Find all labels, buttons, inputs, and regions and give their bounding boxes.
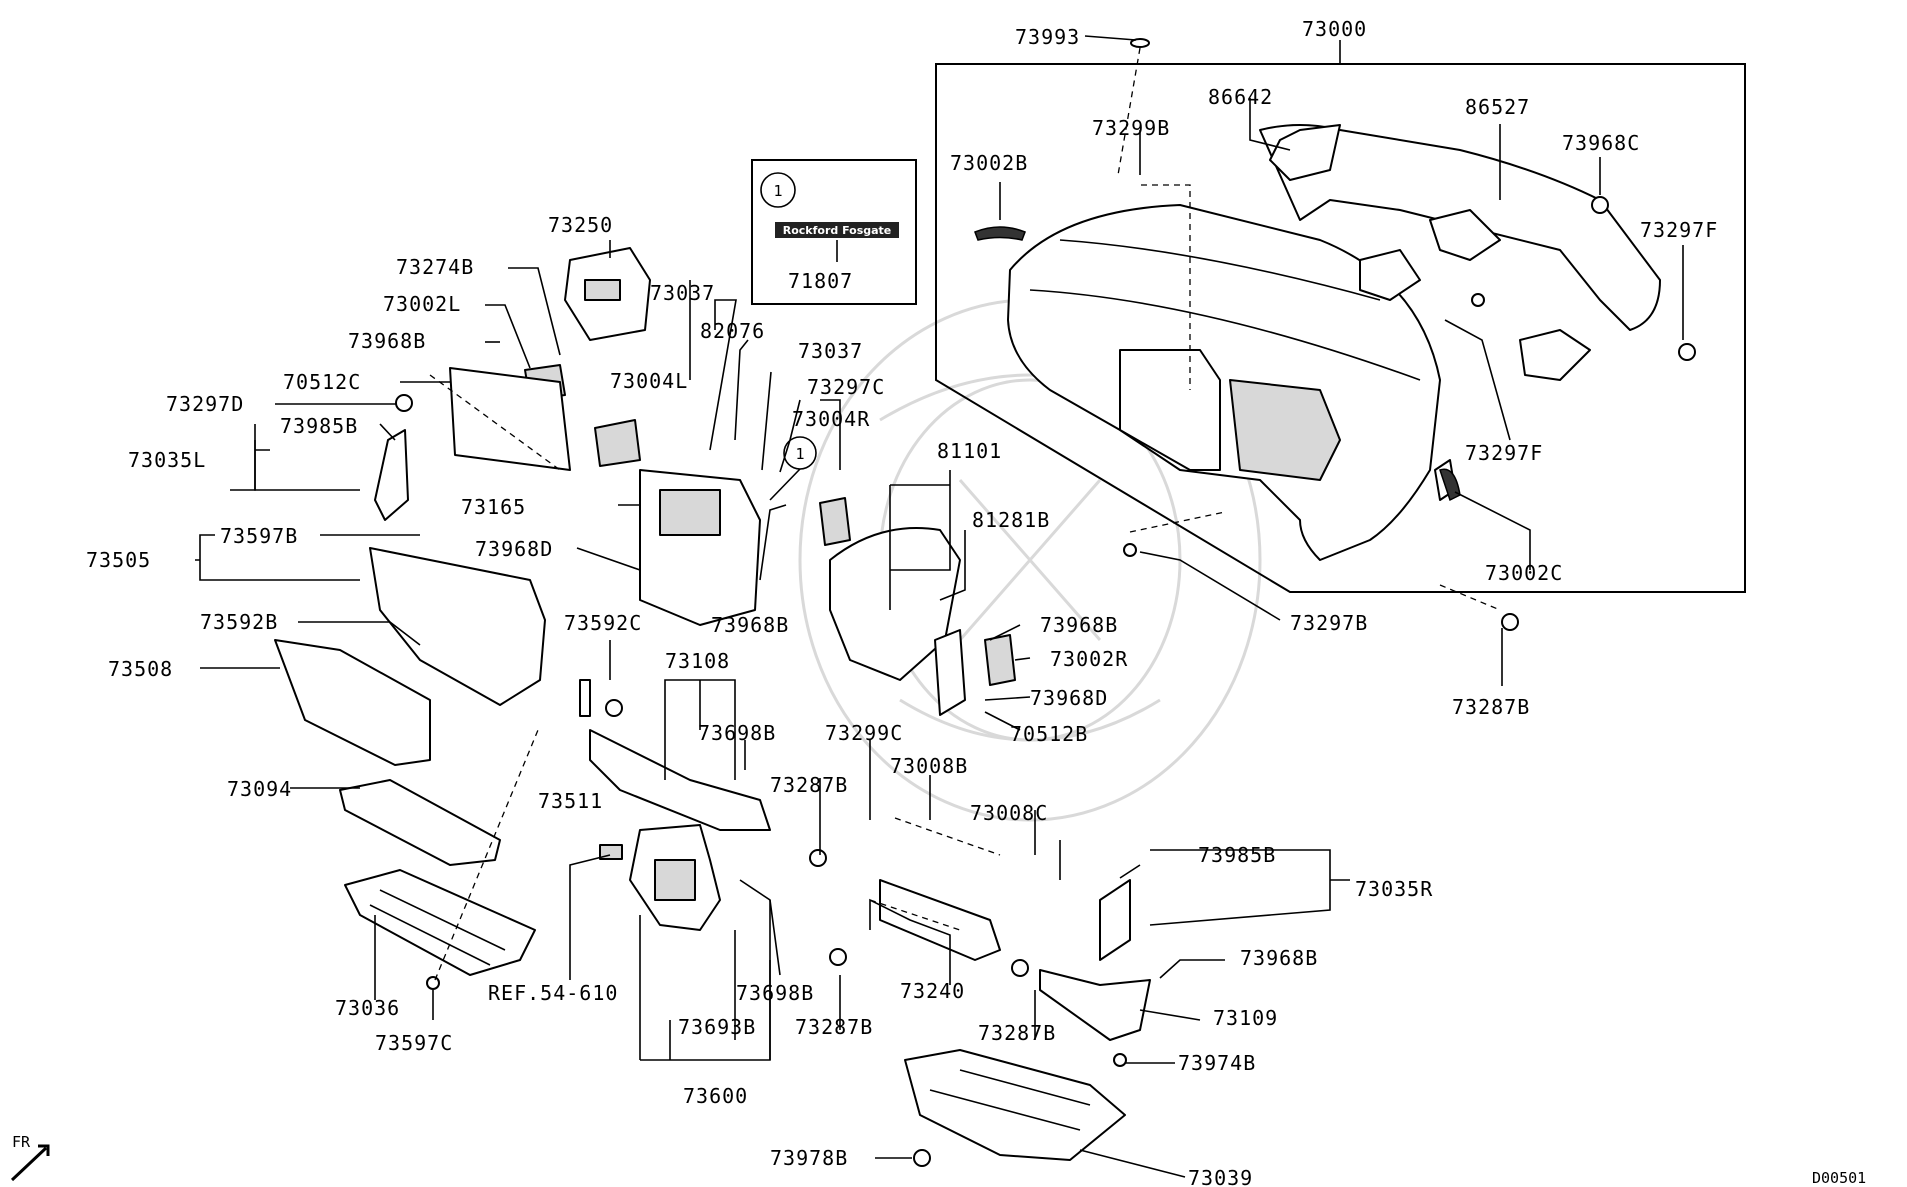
part-label[interactable]: 73250: [548, 213, 613, 237]
front-label: FR: [12, 1133, 31, 1151]
part-label[interactable]: 73037: [650, 281, 715, 305]
part-label[interactable]: 73008C: [970, 801, 1048, 825]
part-label[interactable]: 73297D: [166, 392, 244, 416]
part-label[interactable]: 73094: [227, 777, 292, 801]
part-label[interactable]: REF.54-610: [488, 981, 618, 1005]
emblem-inset-box: 1 Rockford Fosgate: [751, 159, 917, 305]
part-label[interactable]: 73985B: [1198, 843, 1276, 867]
part-label[interactable]: 73297F: [1640, 218, 1718, 242]
part-label[interactable]: 73597B: [220, 524, 298, 548]
callout-circle: 1: [769, 436, 817, 501]
part-label[interactable]: 73108: [665, 649, 730, 673]
part-label[interactable]: 73287B: [795, 1015, 873, 1039]
diagram-code: D00501: [1812, 1169, 1866, 1187]
part-label[interactable]: 73968B: [1040, 613, 1118, 637]
part-label[interactable]: 73004R: [792, 407, 870, 431]
part-label[interactable]: 73968C: [1562, 131, 1640, 155]
part-label[interactable]: 73039: [1188, 1166, 1253, 1187]
part-label[interactable]: 73008B: [890, 754, 968, 778]
part-label[interactable]: 86642: [1208, 85, 1273, 109]
part-label[interactable]: 73299B: [1092, 116, 1170, 140]
part-label[interactable]: 82076: [700, 319, 765, 343]
part-label[interactable]: 73109: [1213, 1006, 1278, 1030]
part-label[interactable]: 73002C: [1485, 561, 1563, 585]
part-label[interactable]: 73968B: [348, 329, 426, 353]
part-label[interactable]: 73297F: [1465, 441, 1543, 465]
part-label[interactable]: 73002L: [383, 292, 461, 316]
part-label[interactable]: 73035R: [1355, 877, 1433, 901]
part-label[interactable]: 73511: [538, 789, 603, 813]
part-label[interactable]: 73693B: [678, 1015, 756, 1039]
part-label[interactable]: 73000: [1302, 17, 1367, 41]
part-label[interactable]: 73037: [798, 339, 863, 363]
part-label[interactable]: 73287B: [1452, 695, 1530, 719]
part-label[interactable]: 73985B: [280, 414, 358, 438]
callout-number: 1: [795, 445, 804, 463]
callout-number: 1: [773, 182, 782, 200]
part-label[interactable]: 71807: [788, 269, 853, 293]
part-label[interactable]: 73004L: [610, 369, 688, 393]
leader-lines: [195, 35, 1684, 1178]
part-label[interactable]: 73287B: [978, 1021, 1056, 1045]
part-label[interactable]: 81101: [937, 439, 1002, 463]
part-label[interactable]: 70512C: [283, 370, 361, 394]
part-label[interactable]: 73698B: [736, 981, 814, 1005]
instrument-panel-assembly-box: [935, 40, 1746, 593]
part-label[interactable]: 73698B: [698, 721, 776, 745]
front-direction-arrow: [10, 1144, 50, 1182]
part-label[interactable]: 73600: [683, 1084, 748, 1108]
instrument-panel-drawing: [974, 124, 1661, 561]
part-label[interactable]: 73592C: [564, 611, 642, 635]
emblem-text: Rockford Fosgate: [783, 224, 892, 237]
part-label[interactable]: 86527: [1465, 95, 1530, 119]
part-label[interactable]: 81281B: [972, 508, 1050, 532]
part-label[interactable]: 73968B: [711, 613, 789, 637]
left-parts-drawing: [274, 38, 1696, 1167]
part-label[interactable]: 73968D: [475, 537, 553, 561]
guide-lines: [429, 47, 1501, 981]
part-label[interactable]: 73974B: [1178, 1051, 1256, 1075]
part-label[interactable]: 73274B: [396, 255, 474, 279]
part-label[interactable]: 73297B: [1290, 611, 1368, 635]
part-label[interactable]: 73968D: [1030, 686, 1108, 710]
part-label[interactable]: 73978B: [770, 1146, 848, 1170]
part-label[interactable]: 73036: [335, 996, 400, 1020]
part-label[interactable]: 73993: [1015, 25, 1080, 49]
part-label[interactable]: 73165: [461, 495, 526, 519]
part-label[interactable]: 73035L: [128, 448, 206, 472]
part-label[interactable]: 73505: [86, 548, 151, 572]
part-label[interactable]: 73508: [108, 657, 173, 681]
part-labels: 73993 73000 73299B 86642 86527 73968C 73…: [12, 17, 1866, 1187]
part-label[interactable]: 73240: [900, 979, 965, 1003]
part-label[interactable]: 70512B: [1010, 722, 1088, 746]
part-label[interactable]: 73592B: [200, 610, 278, 634]
part-label[interactable]: 73597C: [375, 1031, 453, 1055]
part-label[interactable]: 73968B: [1240, 946, 1318, 970]
part-label[interactable]: 73287B: [770, 773, 848, 797]
part-label[interactable]: 73002B: [950, 151, 1028, 175]
part-label[interactable]: 73002R: [1050, 647, 1128, 671]
part-label[interactable]: 73297C: [807, 375, 885, 399]
part-label[interactable]: 73299C: [825, 721, 903, 745]
